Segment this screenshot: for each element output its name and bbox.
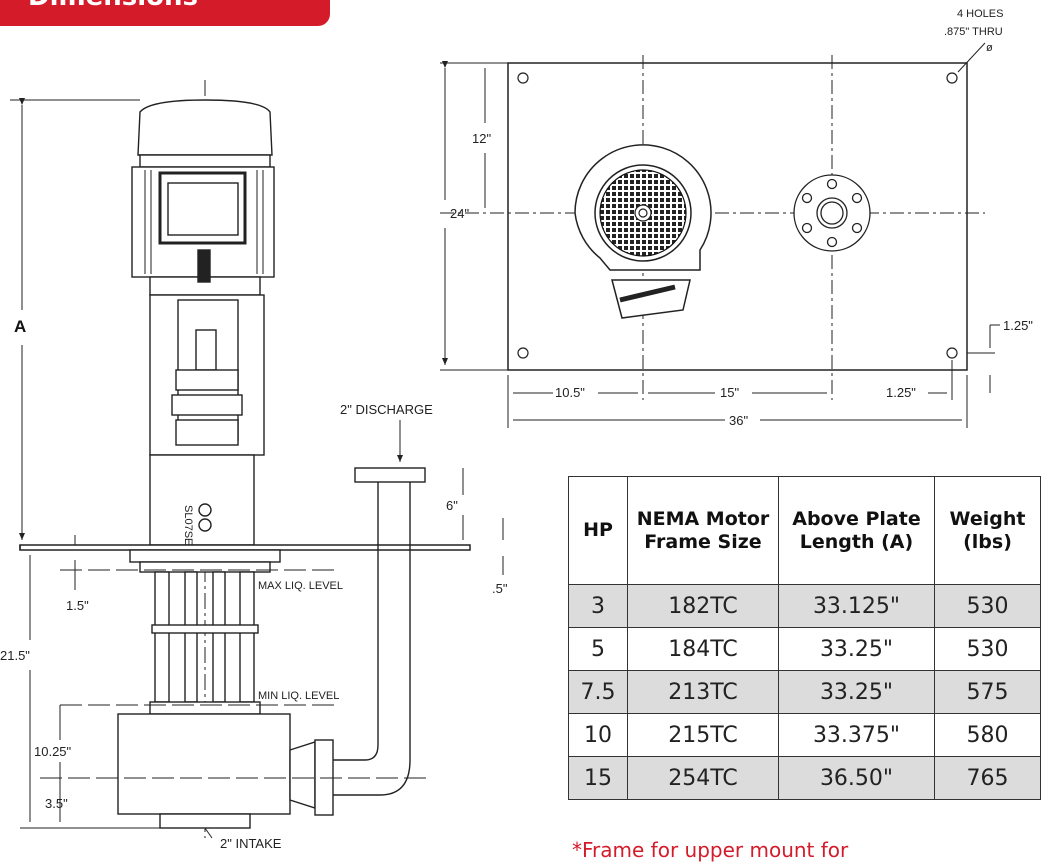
table-row: 3 182TC 33.125" 530 [568, 584, 1041, 628]
discharge-flange-top-icon [793, 174, 871, 252]
top-view [440, 42, 1000, 428]
dim-05-label: .5" [492, 581, 508, 596]
plate-side [19, 544, 471, 551]
motor-icon [131, 99, 275, 296]
table-header-row: HP NEMA Motor Frame Size Above Plate Len… [568, 476, 1041, 585]
cell: 33.125" [778, 584, 935, 628]
max-level-label: MAX LIQ. LEVEL [258, 580, 343, 592]
dim-6-label: 6" [446, 498, 458, 513]
cell: 15 [568, 756, 628, 800]
dim-36-label: 36" [729, 413, 748, 428]
table-row: 15 254TC 36.50" 765 [568, 756, 1041, 800]
col-frame-size: NEMA Motor Frame Size [627, 476, 779, 585]
motor-spec-table: HP NEMA Motor Frame Size Above Plate Len… [568, 476, 1041, 800]
diameter-symbol: ø [986, 42, 993, 54]
col-weight: Weight (lbs) [934, 476, 1041, 585]
holes-label: 4 HOLES [957, 8, 1003, 20]
bearing-housing-icon: SL07SE 1-3 [149, 294, 265, 564]
intake-label: 2" INTAKE [220, 836, 282, 851]
cell: 10 [568, 713, 628, 757]
dim-215-label: 21.5" [0, 648, 30, 663]
cell: 215TC [627, 713, 779, 757]
discharge-pipe-icon [314, 467, 426, 816]
col-hp: HP [568, 476, 628, 585]
dim-125-right-label: 1.25" [1003, 318, 1033, 333]
dim-15b-label: 1.5" [66, 598, 89, 613]
cell: 580 [934, 713, 1041, 757]
col-plate-length: Above Plate Length (A) [778, 476, 935, 585]
dim-105-label: 10.5" [555, 385, 585, 400]
dim-35-label: 3.5" [45, 796, 68, 811]
dim-12-label: 12" [472, 131, 491, 146]
column-icon [129, 549, 281, 715]
motor-top-view-icon [574, 144, 712, 319]
cell: 575 [934, 670, 1041, 714]
section-title-banner: Dimensions [0, 0, 330, 26]
cell: 182TC [627, 584, 779, 628]
cell: 765 [934, 756, 1041, 800]
dimension-labels: 4 HOLES .875" THRU ø 12" 24" 1.25" 10.5"… [0, 8, 1033, 851]
holes-size-label: .875" THRU [944, 26, 1003, 38]
cell: 213TC [627, 670, 779, 714]
cell: 184TC [627, 627, 779, 671]
discharge-label: 2" DISCHARGE [340, 402, 433, 417]
dim-a-label: A [14, 317, 26, 336]
dim-1025-label: 10.25" [34, 744, 72, 759]
section-title: Dimensions [28, 0, 330, 10]
cell: 5 [568, 627, 628, 671]
min-level-label: MIN LIQ. LEVEL [258, 690, 339, 702]
cell: 530 [934, 627, 1041, 671]
footnote: *Frame for upper mount for [572, 838, 849, 862]
dim-24-label: 24" [450, 206, 469, 221]
bolt-holes [517, 72, 958, 359]
cell: 3 [568, 584, 628, 628]
mounting-plate-outline [507, 62, 968, 371]
cell: 7.5 [568, 670, 628, 714]
dim-125-bottom-label: 1.25" [886, 385, 916, 400]
cell: 36.50" [778, 756, 935, 800]
table-row: 7.5 213TC 33.25" 575 [568, 670, 1041, 714]
cell: 33.25" [778, 627, 935, 671]
cell: 33.25" [778, 670, 935, 714]
cell: 254TC [627, 756, 779, 800]
table-row: 5 184TC 33.25" 530 [568, 627, 1041, 671]
cell: 530 [934, 584, 1041, 628]
pump-casing-icon [117, 713, 316, 829]
table-row: 10 215TC 33.375" 580 [568, 713, 1041, 757]
dim-15-label: 15" [720, 385, 739, 400]
cell: 33.375" [778, 713, 935, 757]
side-view: SL07SE 1-3 [10, 80, 504, 839]
